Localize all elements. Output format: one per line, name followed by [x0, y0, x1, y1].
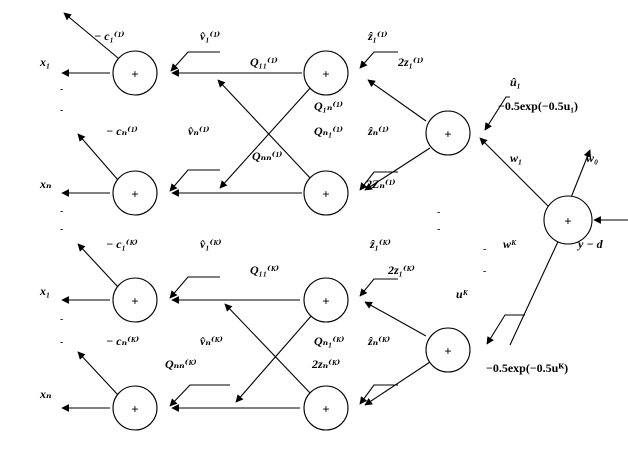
- dash-mark: -: [60, 314, 63, 325]
- label-uK: uᴷ: [456, 287, 469, 301]
- svg-text:+: +: [131, 294, 138, 309]
- wire-u1: [484, 96, 510, 131]
- wire-cN-top: [77, 133, 119, 181]
- node-left-2: +: [112, 170, 158, 216]
- label-vN-group2: v̂ₙ⁽ᴷ⁾: [200, 334, 224, 348]
- label-zN-group2: ẑₙ⁽ᴷ⁾: [367, 334, 391, 348]
- wire-v1-bottom: [169, 276, 220, 299]
- svg-text:+: +: [322, 187, 329, 202]
- label-y-minus-d: y − d: [576, 237, 604, 251]
- wire-uK: [486, 314, 525, 345]
- wire-zN-bottom: [359, 384, 398, 405]
- label-exp1: −0.5exp(−0.5u₁): [498, 99, 578, 113]
- svg-text:+: +: [444, 127, 451, 142]
- wire-2z1-bottom: [364, 301, 427, 337]
- wire-2zN-top: [364, 147, 431, 191]
- label-xN-top: xₙ: [39, 177, 52, 191]
- svg-text:+: +: [564, 214, 571, 229]
- dash-mark: -: [437, 207, 440, 218]
- label-2z1-group1: 2z₁⁽¹⁾: [397, 55, 424, 69]
- label-vN-group1: v̂ₙ⁽¹⁾: [188, 124, 210, 138]
- label-q11-group1: Q₁₁⁽¹⁾: [250, 55, 278, 69]
- wire-2z1-top: [367, 79, 427, 122]
- wire-q1n-top: [217, 79, 313, 181]
- node-mid-3: +: [303, 277, 349, 323]
- label-2zN-group1: 2Zₙ⁽¹⁾: [365, 177, 396, 191]
- label-v1-group1: v̂₁⁽¹⁾: [200, 29, 221, 43]
- dash-mark: -: [60, 105, 63, 116]
- label-c1-group2: − c₁⁽ᴷ⁾: [106, 237, 138, 251]
- wire-vN-top: [169, 169, 220, 192]
- label-qnn-group1: Qₙₙ⁽¹⁾: [252, 149, 283, 163]
- dash-mark: -: [437, 224, 440, 235]
- node-right-2: +: [425, 327, 471, 373]
- label-x1-bottom: x₁: [39, 284, 50, 298]
- wire-cN-bottom: [77, 351, 119, 396]
- label-qnn-group2: Qₙₙ⁽ᴷ⁾: [165, 357, 197, 371]
- label-2z1-group2: 2z₁⁽ᴷ⁾: [387, 263, 415, 277]
- node-right-1: +: [425, 110, 471, 156]
- dash-mark: -: [60, 337, 63, 348]
- node-mid-1: +: [303, 50, 349, 96]
- node-output: +: [543, 195, 593, 245]
- svg-text:+: +: [444, 344, 451, 359]
- label-z1-group1: ẑ₁⁽¹⁾: [367, 29, 388, 43]
- label-zN-group1: ẑₙ⁽¹⁾: [367, 124, 389, 138]
- label-qn1-group1: Qₙ₁⁽¹⁾: [314, 124, 344, 138]
- wire-q1n-bottom: [224, 303, 313, 396]
- wire-v1-top: [170, 51, 220, 72]
- label-q11-group2: Q₁₁⁽ᴷ⁾: [250, 263, 280, 277]
- svg-text:+: +: [131, 402, 138, 417]
- summing-nodes: + + + + + + + + + + +: [112, 50, 593, 431]
- label-cN-group2: − cₙ⁽ᴷ⁾: [106, 334, 140, 348]
- dash-mark: -: [60, 206, 63, 217]
- label-z1-group2: ẑ₁⁽ᴷ⁾: [369, 237, 391, 251]
- node-mid-2: +: [303, 170, 349, 216]
- label-w1: w₁: [510, 151, 522, 165]
- dash-mark: -: [60, 84, 63, 95]
- label-qn1-group2: Qₙ₁⁽ᴷ⁾: [314, 334, 345, 348]
- wire-c1-bottom: [77, 243, 119, 288]
- wire-c1-top: [63, 12, 119, 59]
- label-w0: w₀: [586, 151, 598, 165]
- label-2zN-group2: 2zₙ⁽ᴷ⁾: [311, 357, 341, 371]
- svg-text:+: +: [322, 67, 329, 82]
- wire-w1: [479, 137, 550, 208]
- label-q1n-group1: Q₁ₙ⁽¹⁾: [314, 99, 344, 113]
- label-v1-group2: v̂₁⁽ᴷ⁾: [200, 237, 222, 251]
- svg-text:+: +: [322, 294, 329, 309]
- svg-text:+: +: [131, 187, 138, 202]
- label-x1-top: x₁: [39, 55, 50, 69]
- node-left-4: +: [112, 385, 158, 431]
- connection-lines: [61, 12, 628, 412]
- wire-qn1-top: [219, 85, 313, 189]
- wire-wK: [509, 232, 563, 346]
- node-left-1: +: [112, 50, 158, 96]
- label-u1: û₁: [510, 75, 521, 89]
- wire-w0: [569, 149, 592, 201]
- wire-z1-top: [359, 51, 398, 69]
- label-c1-group1: − c₁⁽¹⁾: [94, 29, 125, 43]
- node-left-3: +: [112, 277, 158, 323]
- label-cN-group1: − cₙ⁽¹⁾: [106, 124, 138, 138]
- dash-mark: -: [60, 224, 63, 235]
- dash-mark: -: [483, 266, 486, 277]
- label-xN-bottom: xₙ: [39, 387, 52, 401]
- wire-qn1-bottom: [235, 314, 313, 403]
- label-wK: wᴷ: [503, 237, 517, 251]
- wire-z1-bottom: [359, 278, 398, 297]
- dash-mark: -: [483, 244, 486, 255]
- wire-2zN-bottom: [364, 361, 431, 406]
- svg-text:+: +: [131, 67, 138, 82]
- svg-text:+: +: [322, 402, 329, 417]
- labels: x₁ xₙ x₁ xₙ − c₁⁽¹⁾ − cₙ⁽¹⁾ v̂₁⁽¹⁾ v̂ₙ⁽¹…: [39, 29, 604, 401]
- label-expK: −0.5exp(−0.5uᴷ): [486, 361, 568, 375]
- node-mid-4: +: [303, 385, 349, 431]
- wire-vN-bottom: [169, 384, 230, 407]
